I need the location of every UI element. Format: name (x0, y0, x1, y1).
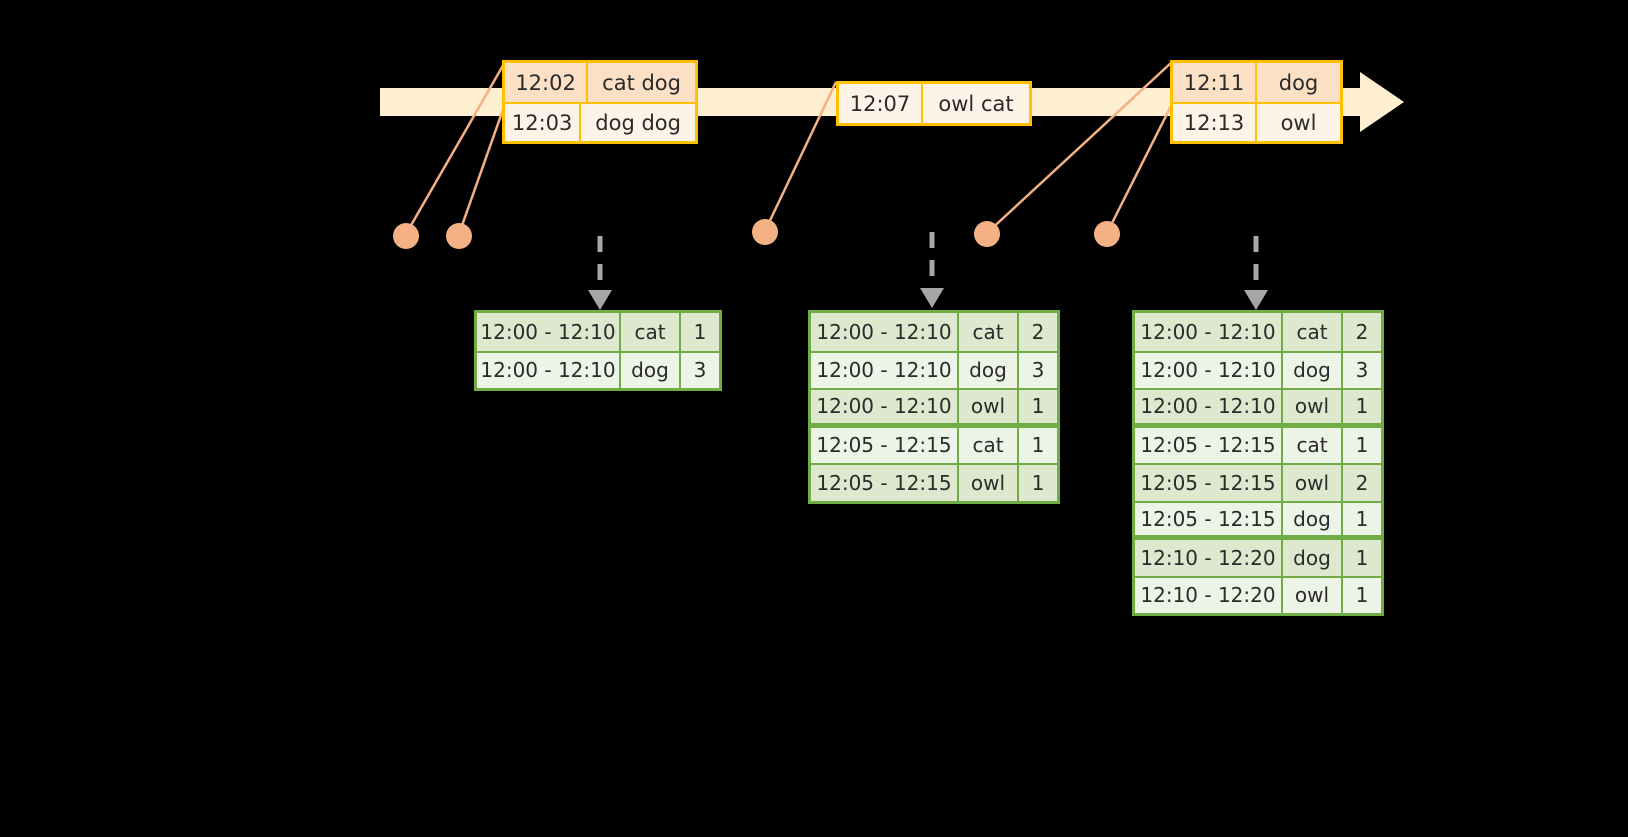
key-cell: dog (1283, 352, 1343, 388)
table-row: 12:05 - 12:15 dog 1 (1135, 500, 1381, 538)
table-row: 12:00 - 12:10 cat 2 (1135, 313, 1381, 351)
key-cell: dog (621, 352, 681, 388)
connector-dot-1211 (974, 221, 1000, 247)
event-words: owl (1280, 110, 1317, 135)
event-row: 12:03 dog dog (505, 102, 695, 141)
connector-dot-1202 (393, 223, 419, 249)
key-cell: owl (959, 390, 1019, 423)
key-cell: owl (1283, 390, 1343, 423)
event-time: 12:03 (505, 104, 582, 141)
event-row: 12:07 owl cat (839, 84, 1029, 123)
window-cell: 12:05 - 12:15 (811, 427, 959, 463)
event-words: owl cat (938, 91, 1014, 116)
window-cell: 12:10 - 12:20 (1135, 577, 1283, 613)
count-cell: 2 (1355, 470, 1369, 495)
event-time: 12:11 (1173, 63, 1257, 102)
event-words: cat dog (602, 70, 681, 95)
count-cell: 1 (1355, 433, 1369, 458)
count-cell: 1 (693, 319, 707, 344)
dashed-arrow-heads (588, 288, 1268, 310)
connector-line-1213 (1105, 103, 1174, 234)
count-cell: 1 (1355, 506, 1369, 531)
table-row: 12:00 - 12:10 dog 3 (1135, 350, 1381, 388)
event-time: 12:07 (839, 84, 923, 123)
count-cell: 1 (1031, 433, 1045, 458)
key-cell: owl (1283, 577, 1343, 613)
count-cell: 3 (1031, 358, 1045, 383)
window-cell: 12:05 - 12:15 (1135, 465, 1283, 501)
event-row: 12:11 dog (1173, 63, 1340, 102)
event-row: 12:13 owl (1173, 102, 1340, 141)
count-cell: 1 (1355, 394, 1369, 419)
count-cell: 3 (693, 358, 707, 383)
dashed-arrow-head-2 (920, 288, 944, 308)
connector-line-1207 (763, 81, 838, 232)
key-cell: cat (1283, 313, 1343, 351)
connector-dot-1213 (1094, 221, 1120, 247)
key-cell: dog (959, 352, 1019, 388)
table-row: 12:05 - 12:15 cat 1 (1135, 425, 1381, 463)
event-group-1: 12:02 cat dog 12:03 dog dog (502, 60, 698, 144)
connector-dot-1203 (446, 223, 472, 249)
window-cell: 12:05 - 12:15 (1135, 427, 1283, 463)
table-row: 12:00 - 12:10 cat 1 (477, 313, 719, 351)
connector-line-1203 (457, 103, 507, 235)
key-cell: dog (1283, 502, 1343, 535)
event-time: 12:02 (505, 63, 589, 102)
event-time: 12:13 (1173, 104, 1257, 141)
window-cell: 12:00 - 12:10 (811, 313, 959, 351)
dashed-arrow-head-3 (1244, 290, 1268, 310)
key-cell: cat (621, 313, 681, 351)
window-cell: 12:00 - 12:10 (1135, 352, 1283, 388)
table-row: 12:05 - 12:15 owl 2 (1135, 463, 1381, 501)
count-cell: 1 (1031, 394, 1045, 419)
event-connector-dots (393, 219, 1120, 249)
count-cell: 1 (1355, 545, 1369, 570)
event-words: dog (1278, 70, 1319, 95)
event-words: dog dog (595, 110, 681, 135)
table-row: 12:00 - 12:10 owl 1 (1135, 388, 1381, 426)
window-cell: 12:00 - 12:10 (1135, 390, 1283, 423)
window-cell: 12:10 - 12:20 (1135, 540, 1283, 576)
table-row: 12:00 - 12:10 dog 3 (477, 350, 719, 388)
aggregate-table-3: 12:00 - 12:10 cat 2 12:00 - 12:10 dog 3 … (1132, 310, 1384, 616)
key-cell: cat (959, 427, 1019, 463)
aggregate-table-2: 12:00 - 12:10 cat 2 12:00 - 12:10 dog 3 … (808, 310, 1060, 504)
table-row: 12:00 - 12:10 owl 1 (811, 388, 1057, 426)
count-cell: 2 (1355, 319, 1369, 344)
event-group-3: 12:11 dog 12:13 owl (1170, 60, 1343, 144)
window-cell: 12:00 - 12:10 (477, 313, 621, 351)
key-cell: dog (1283, 540, 1343, 576)
table-row: 12:10 - 12:20 dog 1 (1135, 538, 1381, 576)
table-row: 12:10 - 12:20 owl 1 (1135, 575, 1381, 613)
count-cell: 1 (1031, 470, 1045, 495)
table-row: 12:00 - 12:10 cat 2 (811, 313, 1057, 351)
table-row: 12:00 - 12:10 dog 3 (811, 350, 1057, 388)
count-cell: 1 (1355, 583, 1369, 608)
key-cell: cat (959, 313, 1019, 351)
window-cell: 12:05 - 12:15 (811, 465, 959, 501)
window-cell: 12:00 - 12:10 (811, 352, 959, 388)
key-cell: owl (1283, 465, 1343, 501)
aggregate-table-1: 12:00 - 12:10 cat 1 12:00 - 12:10 dog 3 (474, 310, 722, 391)
key-cell: owl (959, 465, 1019, 501)
event-group-2: 12:07 owl cat (836, 81, 1032, 126)
table-row: 12:05 - 12:15 cat 1 (811, 425, 1057, 463)
dashed-arrows (597, 232, 1259, 290)
key-cell: cat (1283, 427, 1343, 463)
window-cell: 12:00 - 12:10 (811, 390, 959, 423)
count-cell: 3 (1355, 358, 1369, 383)
event-row: 12:02 cat dog (505, 63, 695, 102)
connector-dot-1207 (752, 219, 778, 245)
table-row: 12:05 - 12:15 owl 1 (811, 463, 1057, 501)
dashed-arrow-head-1 (588, 290, 612, 310)
count-cell: 2 (1031, 319, 1045, 344)
window-cell: 12:00 - 12:10 (1135, 313, 1283, 351)
window-cell: 12:05 - 12:15 (1135, 502, 1283, 535)
window-cell: 12:00 - 12:10 (477, 352, 621, 388)
connector-line-1202 (404, 61, 507, 235)
